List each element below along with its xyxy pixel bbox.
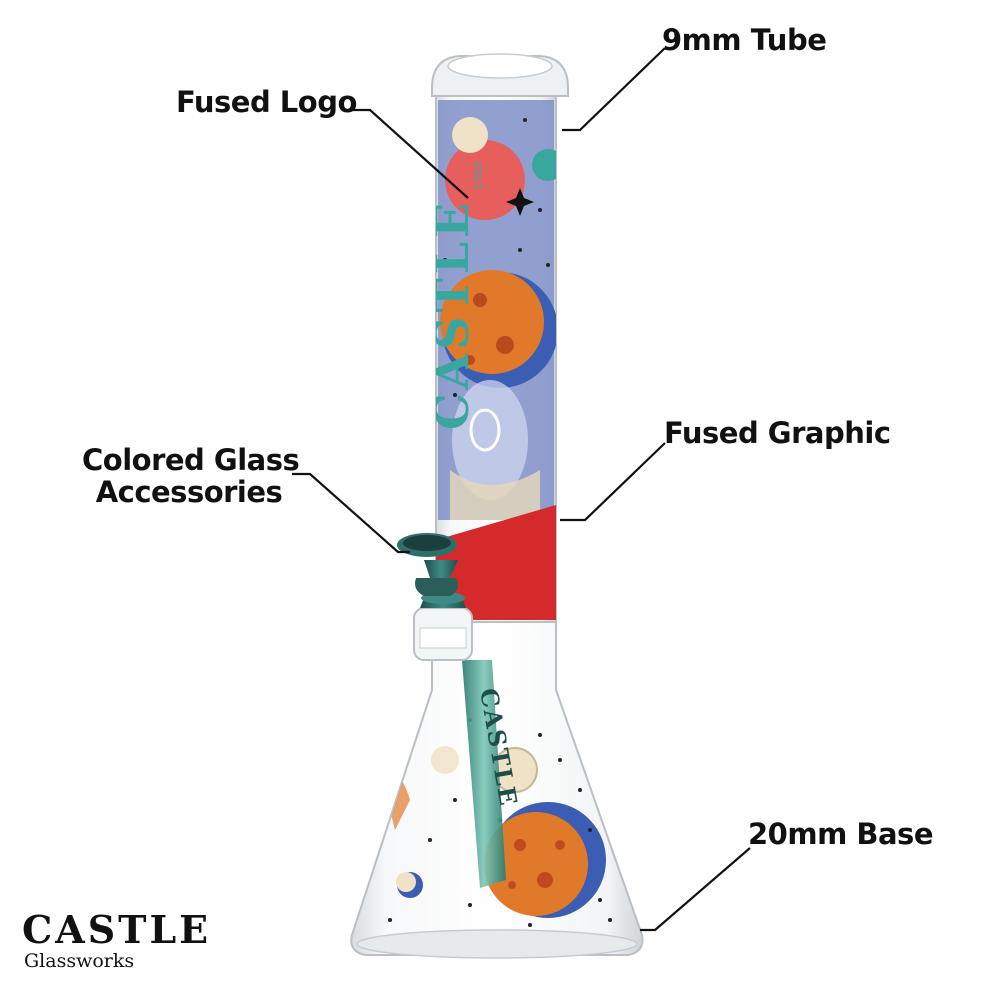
callout-fused-graphic: Fused Graphic [664, 416, 891, 450]
tube-logo: CASTLE [425, 199, 479, 430]
callout-accessories-line2: Accessories [95, 475, 283, 509]
callout-fused-logo: Fused Logo [176, 85, 357, 119]
brand-name: CASTLE [22, 907, 212, 952]
leader-line-tube [562, 47, 666, 132]
leader-line-logo [348, 108, 469, 199]
leader-line-graphic [560, 442, 666, 522]
tube-logo-small: 1703 [472, 162, 485, 190]
callout-20mm-base: 20mm Base [748, 817, 934, 851]
fused-graphic [436, 505, 556, 620]
star-speck [506, 188, 534, 216]
leader-line-accessories [292, 472, 410, 554]
leader-lines [292, 47, 751, 932]
main-tube: CASTLE 1703 [425, 53, 569, 623]
callout-accessories-line1: Colored Glass [82, 443, 300, 477]
callout-colored-glass-accessories: Colored Glass Accessories [82, 443, 300, 509]
brand-logo: CASTLE Glassworks [22, 907, 212, 973]
colored-glass-accessories: CASTLE [397, 533, 524, 888]
leader-line-base [640, 847, 751, 932]
brand-subtitle: Glassworks [24, 950, 135, 972]
downstem [462, 660, 506, 888]
callout-9mm-tube: 9mm Tube [662, 23, 827, 57]
